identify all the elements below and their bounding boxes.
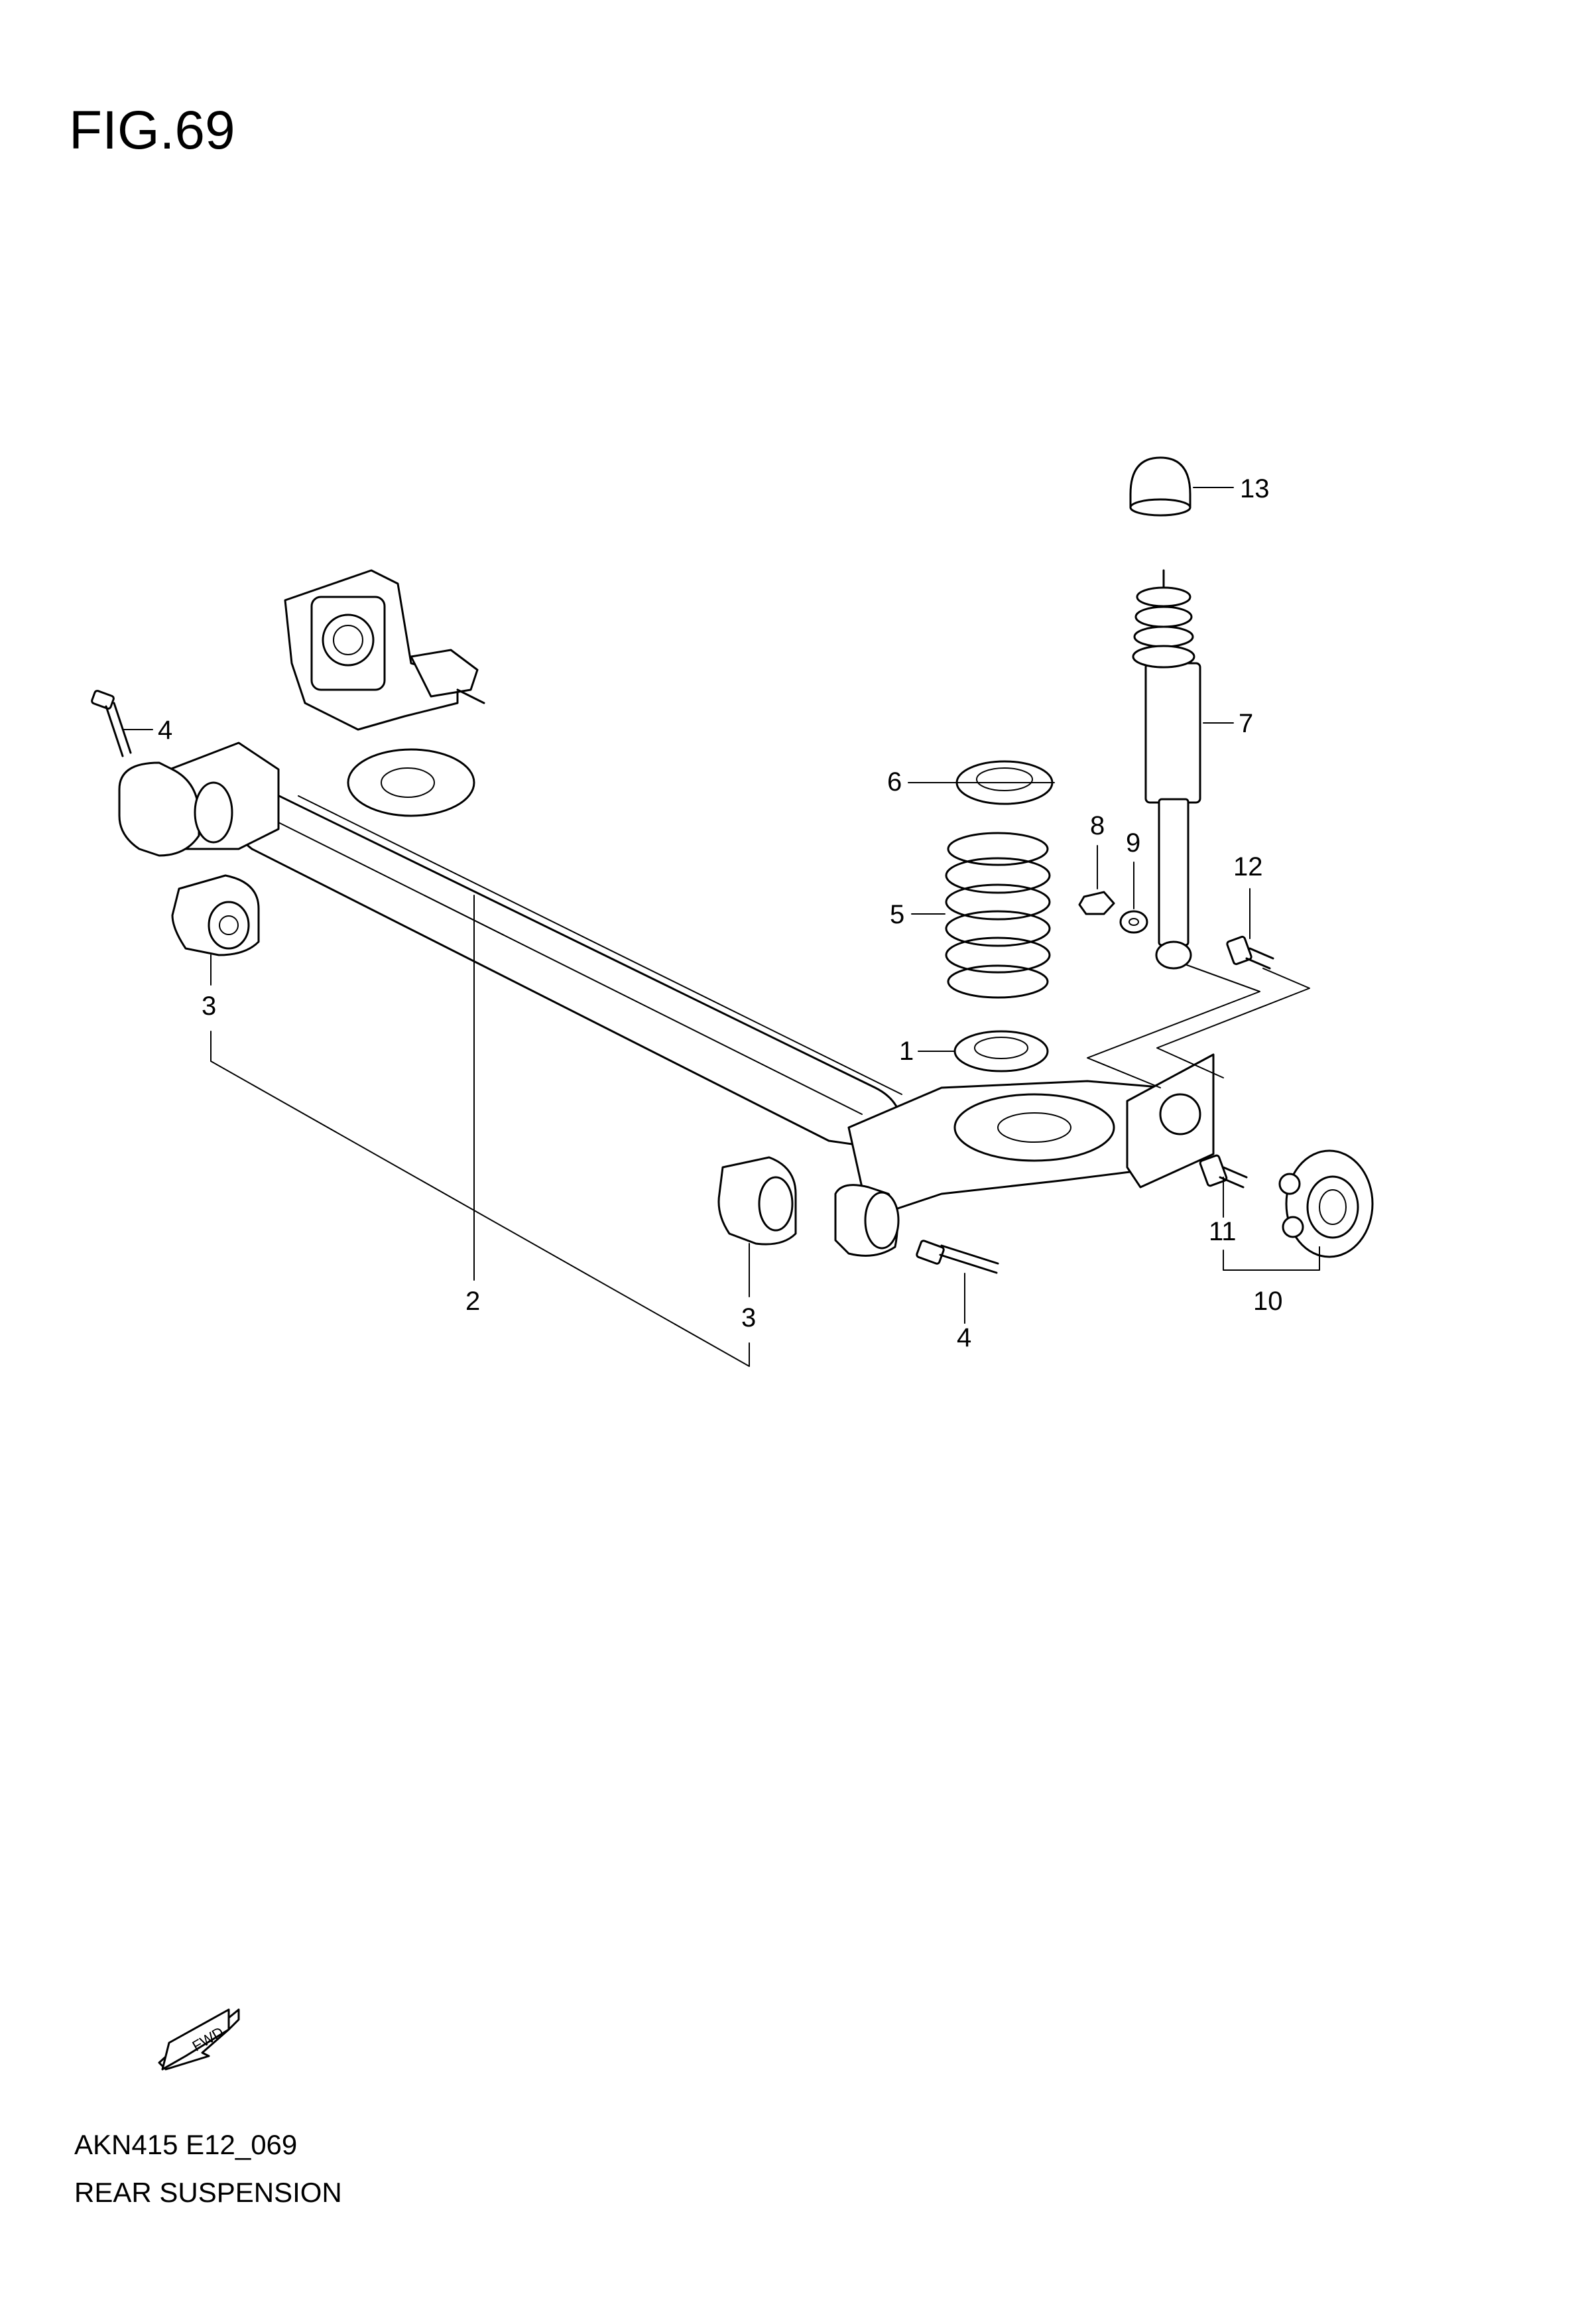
callout-labels: 13 7 6 8 9 12 5 1 4 3 2 3 4 11 10 — [158, 474, 1283, 1352]
callout-3-left: 3 — [202, 992, 216, 1021]
callout-4-left: 4 — [158, 716, 172, 745]
bolt-left — [91, 690, 132, 757]
bushing-left — [171, 874, 260, 956]
callout-13: 13 — [1240, 474, 1270, 503]
hub-bolt — [1199, 1154, 1248, 1189]
shock-absorber — [1132, 569, 1201, 970]
coil-spring — [945, 832, 1051, 999]
callout-11: 11 — [1209, 1217, 1237, 1246]
callout-1: 1 — [899, 1037, 914, 1066]
drawing-code: AKN415 E12_069 — [74, 2129, 298, 2160]
callout-7: 7 — [1239, 709, 1253, 738]
callout-6: 6 — [887, 767, 902, 797]
fwd-arrow-icon: FWD — [158, 2008, 240, 2071]
callout-5: 5 — [890, 900, 904, 929]
shock-bolt — [1226, 935, 1274, 970]
callout-4-right: 4 — [957, 1323, 971, 1352]
section-name: REAR SUSPENSION — [74, 2177, 342, 2208]
callout-3-right: 3 — [741, 1303, 756, 1332]
bushing-right — [717, 1156, 797, 1246]
callout-9: 9 — [1126, 828, 1140, 858]
spring-lower-seat — [953, 1030, 1049, 1072]
figure-title: FIG.69 — [69, 100, 235, 161]
washer — [1119, 910, 1148, 934]
callout-10: 10 — [1253, 1287, 1283, 1316]
callout-8: 8 — [1090, 811, 1105, 840]
callout-12: 12 — [1233, 852, 1263, 881]
nut — [1078, 891, 1115, 915]
rear-axle-beam — [118, 569, 1215, 1257]
bolt-right — [916, 1240, 999, 1274]
wheel-hub — [1278, 1149, 1374, 1258]
callout-2: 2 — [465, 1287, 480, 1316]
dust-cap — [1129, 456, 1191, 517]
leader-lines — [122, 487, 1320, 1367]
